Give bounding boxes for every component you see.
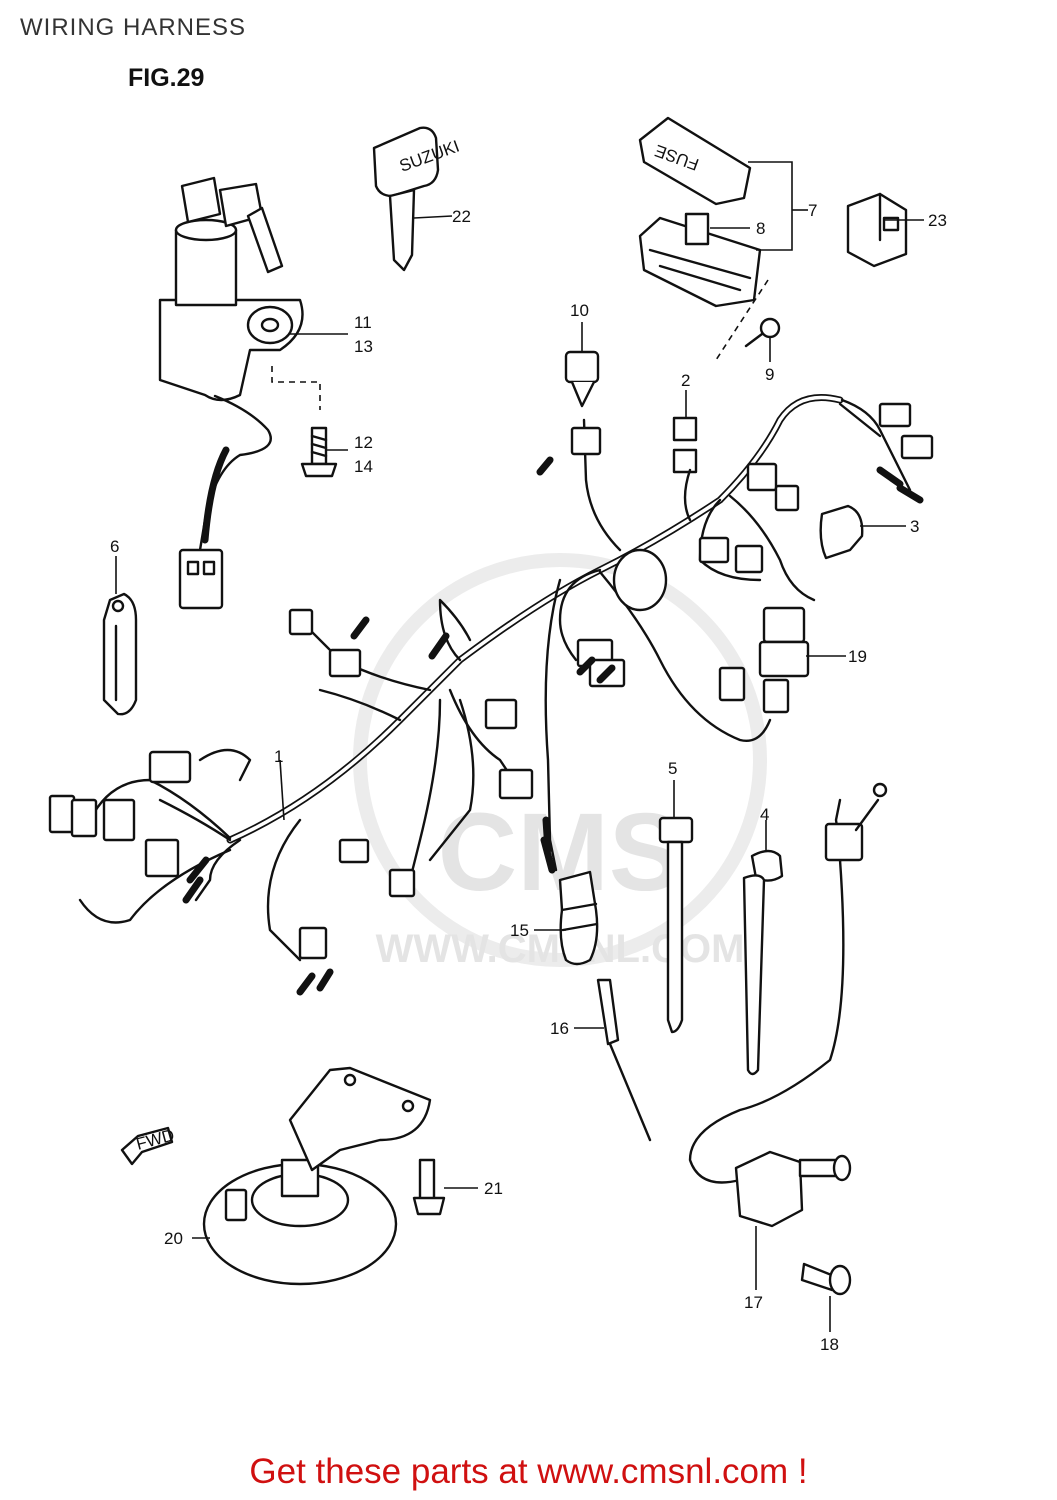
clamp-6 — [102, 592, 138, 716]
ignition-switch — [158, 176, 304, 610]
part-label-11: 11 — [354, 313, 372, 332]
part-label-1: 1 — [274, 747, 283, 766]
footer-cta-link[interactable]: Get these parts at www.cmsnl.com ! — [249, 1452, 808, 1491]
switch-15 — [558, 870, 599, 966]
connector-2 — [672, 416, 698, 474]
boot-cap-3 — [819, 504, 864, 560]
relay-23 — [846, 192, 908, 268]
relay-19 — [758, 606, 810, 678]
part-label-16: 16 — [550, 1019, 569, 1038]
part-label-5: 5 — [668, 759, 677, 778]
harness-connectors — [48, 402, 934, 996]
part-label-23: 23 — [928, 211, 947, 230]
bolt-18 — [800, 1262, 852, 1296]
sensor-17 — [688, 782, 888, 1228]
part-label-14: 14 — [354, 457, 373, 476]
cable-tie-4 — [742, 849, 784, 1076]
screw-12 — [300, 426, 338, 478]
figure-number: FIG.29 — [128, 64, 205, 92]
part-label-18: 18 — [820, 1335, 839, 1354]
part-label-6: 6 — [110, 537, 119, 556]
part-label-17: 17 — [744, 1293, 763, 1312]
screw-9 — [744, 317, 781, 348]
part-label-20: 20 — [164, 1229, 183, 1248]
part-labels: 22 11 13 12 14 7 8 23 9 10 2 3 19 6 1 5 … — [110, 201, 947, 1354]
fuse-box: FUSE — [638, 116, 762, 308]
part-label-8: 8 — [756, 219, 765, 238]
part-label-13: 13 — [354, 337, 373, 356]
cable-tie-5 — [658, 816, 694, 1034]
horn-20 — [202, 1066, 432, 1286]
part-label-10: 10 — [570, 301, 589, 320]
forward-arrow-icon: FWD — [120, 1125, 176, 1166]
part-label-4: 4 — [760, 805, 769, 824]
leader-lines — [115, 161, 924, 1332]
part-label-9: 9 — [765, 365, 774, 384]
forward-arrow-text: FWD — [134, 1125, 176, 1153]
part-label-22: 22 — [452, 207, 471, 226]
part-label-7: 7 — [808, 201, 817, 220]
ignition-key: SUZUKI — [372, 126, 462, 272]
part-label-3: 3 — [910, 517, 919, 536]
spring-16 — [596, 978, 652, 1142]
bolt-21 — [412, 1158, 446, 1216]
part-label-21: 21 — [484, 1179, 503, 1198]
part-label-2: 2 — [681, 371, 690, 390]
diagram-title: WIRING HARNESS — [20, 14, 247, 41]
connector-10 — [564, 350, 600, 408]
part-label-12: 12 — [354, 433, 373, 452]
part-label-19: 19 — [848, 647, 867, 666]
part-label-15: 15 — [510, 921, 529, 940]
